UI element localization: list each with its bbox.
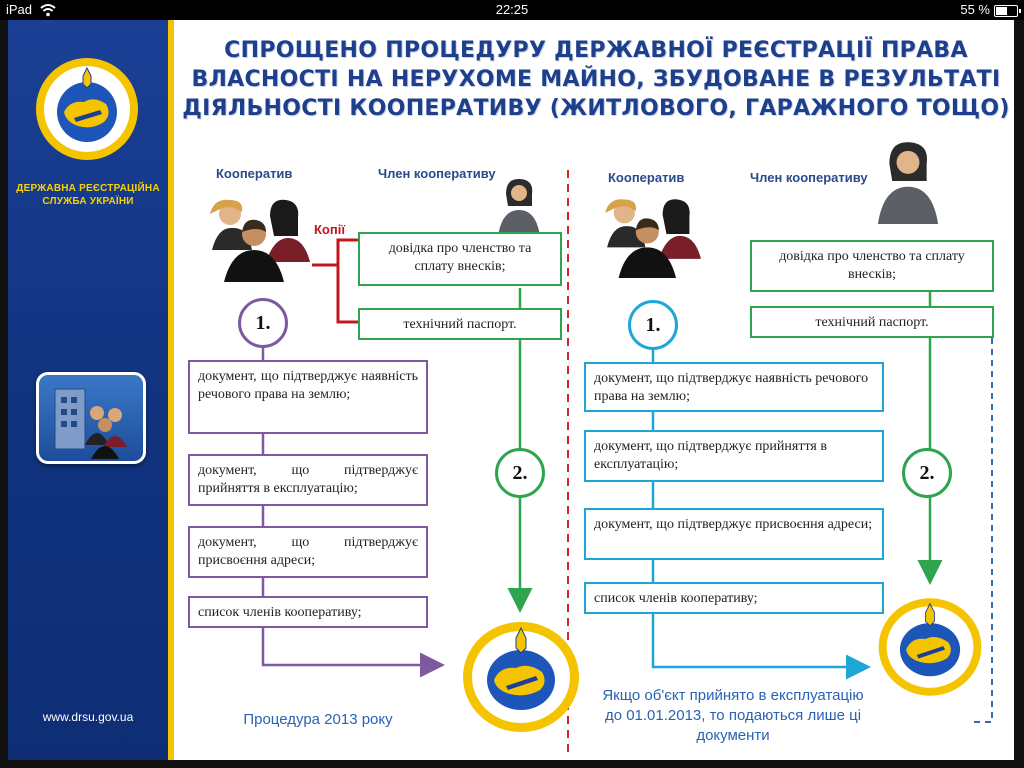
status-bar: iPad 22:25 55 %: [0, 0, 1024, 20]
battery-icon: [994, 5, 1021, 17]
right-coop-doc-2: документ, що підтверджує прийняття в екс…: [584, 430, 884, 482]
right-coop-doc-1: документ, що підтверджує наявність речов…: [584, 362, 884, 412]
sidebar: ДЕРЖАВНА РЕЄСТРАЦІЙНА СЛУЖБА УКРАЇНИ www…: [8, 20, 174, 760]
copies-label: Копії: [314, 222, 345, 237]
right-member-doc-1: довідка про членство та сплату внесків;: [750, 240, 994, 292]
org-name: ДЕРЖАВНА РЕЄСТРАЦІЙНА СЛУЖБА УКРАЇНИ: [16, 183, 160, 207]
right-member-doc-2: технічний паспорт.: [750, 306, 994, 338]
drsu-seal-icon: [463, 622, 579, 732]
right-member-person-icon: [877, 142, 939, 224]
page-title: СПРОЩЕНО ПРОЦЕДУРУ ДЕРЖАВНОЇ РЕЄСТРАЦІЇ …: [182, 38, 1010, 121]
right-step-1: 1.: [628, 300, 678, 350]
left-coop-doc-3: документ, що підтверджує присвоєння адре…: [188, 526, 428, 578]
right-caption: Якщо об'єкт прийнято в експлуатацію до 0…: [602, 687, 864, 744]
clock: 22:25: [495, 2, 529, 17]
right-cooperative-group-icon: [605, 199, 701, 278]
left-caption: Процедура 2013 року: [243, 711, 393, 728]
device-name: iPad: [6, 2, 33, 17]
left-member-person-icon: [498, 178, 540, 236]
left-member-doc-2: технічний паспорт.: [358, 308, 562, 340]
right-coop-doc-4: список членів кооперативу;: [584, 582, 884, 614]
left-step-2: 2.: [495, 448, 545, 498]
cooperative-group-icon: [210, 199, 310, 282]
website-link[interactable]: www.drsu.gov.ua: [42, 710, 134, 724]
left-cooperative-label: Кооператив: [216, 166, 293, 181]
drsu-emblem-icon: [36, 58, 138, 160]
left-member-label: Член кооперативу: [378, 166, 496, 181]
right-drsu-seal-icon: [878, 598, 982, 696]
slide: ДЕРЖАВНА РЕЄСТРАЦІЙНА СЛУЖБА УКРАЇНИ www…: [8, 20, 1014, 760]
left-coop-doc-4: список членів кооперативу;: [188, 596, 428, 628]
left-coop-doc-1: документ, що підтверджує наявність речов…: [188, 360, 428, 434]
right-coop-doc-3: документ, що підтверджує присвоєння адре…: [584, 508, 884, 560]
battery-percent: 55 %: [960, 2, 990, 17]
left-step-1: 1.: [238, 298, 288, 348]
people-building-icon[interactable]: [36, 372, 146, 464]
right-member-label: Член кооперативу: [750, 170, 868, 185]
right-step-2: 2.: [902, 448, 952, 498]
wifi-icon: [40, 4, 56, 17]
right-cooperative-label: Кооператив: [608, 170, 685, 185]
left-member-doc-1: довідка про членство та сплату внесків;: [358, 232, 562, 286]
left-coop-doc-2: документ, що підтверджує прийняття в екс…: [188, 454, 428, 506]
